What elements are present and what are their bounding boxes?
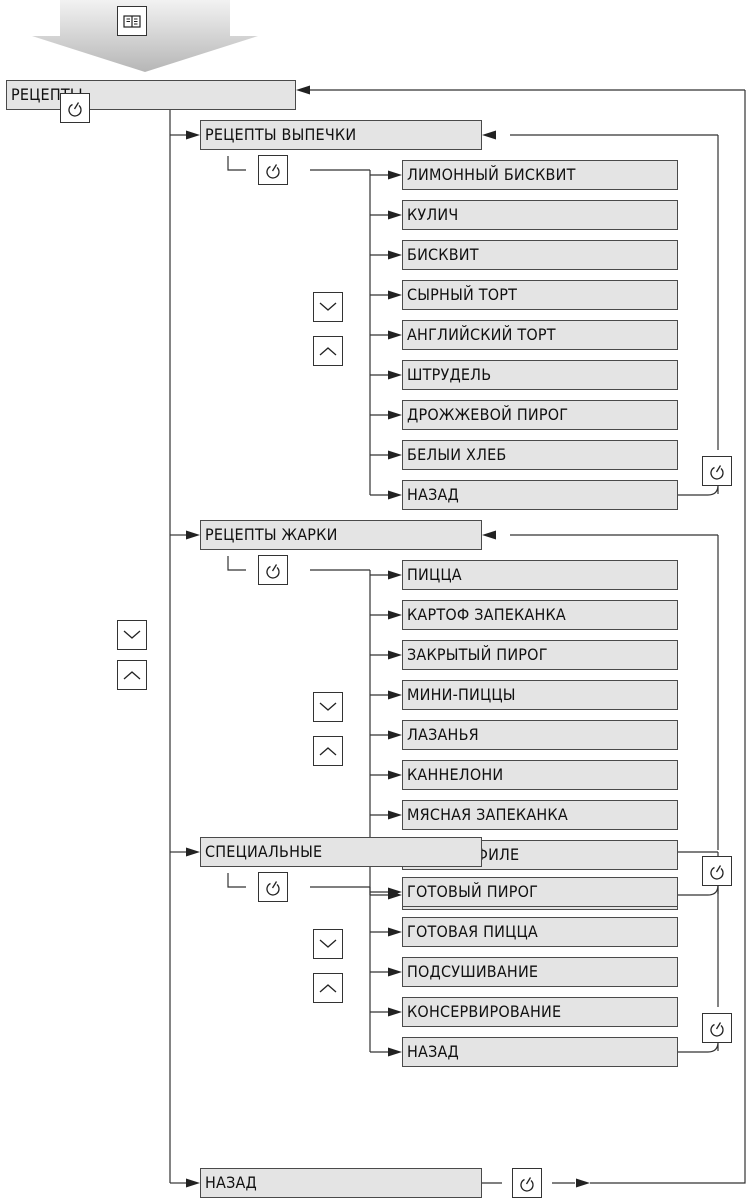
confirm-button[interactable]	[512, 1168, 542, 1198]
confirm-knob-icon	[710, 865, 724, 880]
chevron-down-icon	[319, 702, 337, 711]
recipe-menu-item[interactable]: КУЛИЧ	[402, 200, 678, 230]
recipe-menu-item[interactable]: ГОТОВЫЙ ПИРОГ	[402, 877, 678, 907]
recipe-menu-item[interactable]: ПОДСУШИВАНИЕ	[402, 957, 678, 987]
arrow-right-icon	[186, 1178, 200, 1188]
recipe-menu-item[interactable]: АНГЛИЙСКИЙ ТОРТ	[402, 320, 678, 350]
branch-stub	[227, 156, 246, 171]
arrow-right-icon	[388, 730, 402, 740]
confirm-button[interactable]	[258, 872, 288, 902]
arrow-right-icon	[388, 650, 402, 660]
recipe-menu-item[interactable]: БИСКВИТ	[402, 240, 678, 270]
scroll-down-button[interactable]	[313, 692, 343, 722]
chevron-down-icon	[319, 302, 337, 311]
return-line	[678, 1041, 719, 1053]
scroll-up-button[interactable]	[117, 660, 147, 690]
recipe-menu-item[interactable]: ПИЦЦА	[402, 560, 678, 590]
branch-stub	[227, 556, 246, 571]
confirm-button[interactable]	[702, 1013, 732, 1043]
scroll-down-button[interactable]	[313, 929, 343, 959]
chevron-down-icon	[319, 939, 337, 948]
recipe-menu-item[interactable]: КОНСЕРВИРОВАНИЕ	[402, 997, 678, 1027]
arrow-right-icon	[388, 770, 402, 780]
chevron-up-icon	[319, 747, 337, 756]
scroll-up-button[interactable]	[313, 973, 343, 1003]
arrow-right-icon	[186, 847, 200, 857]
confirm-button[interactable]	[258, 555, 288, 585]
arrow-right-icon	[388, 927, 402, 937]
chevron-up-icon	[123, 671, 141, 680]
arrow-right-icon	[388, 210, 402, 220]
confirm-button[interactable]	[258, 155, 288, 185]
arrow-left-icon	[296, 85, 310, 95]
section-menu-item[interactable]: РЕЦЕПТЫ ВЫПЕЧКИ	[200, 120, 482, 150]
entry-arrow-icon	[32, 0, 258, 72]
recipe-menu-item[interactable]: НАЗАД	[402, 480, 678, 510]
return-line	[590, 90, 746, 1184]
arrow-right-icon	[388, 810, 402, 820]
arrow-right-icon	[388, 330, 402, 340]
arrow-right-icon	[388, 410, 402, 420]
arrow-right-icon	[388, 1007, 402, 1017]
arrow-right-icon	[388, 610, 402, 620]
confirm-knob-icon	[520, 1177, 534, 1192]
back-menu-item[interactable]: НАЗАД	[200, 1168, 482, 1198]
recipe-menu-item[interactable]: НАЗАД	[402, 1037, 678, 1067]
scroll-down-button[interactable]	[313, 292, 343, 322]
recipe-menu-item[interactable]: ЛИМОННЫЙ БИСКВИТ	[402, 160, 678, 190]
arrow-right-icon	[388, 887, 402, 897]
recipe-menu-item[interactable]: ЛАЗАНЬЯ	[402, 720, 678, 750]
recipe-menu-item[interactable]: ЗАКРЫТЫЙ ПИРОГ	[402, 640, 678, 670]
recipe-menu-item[interactable]: МЯСНАЯ ЗАПЕКАНКА	[402, 800, 678, 830]
scroll-up-button[interactable]	[313, 336, 343, 366]
confirm-knob-icon	[710, 465, 724, 480]
recipe-menu-item[interactable]: СЫРНЫЙ ТОРТ	[402, 280, 678, 310]
confirm-knob-icon	[266, 564, 280, 579]
section-menu-item[interactable]: РЕЦЕПТЫ ЖАРКИ	[200, 520, 482, 550]
confirm-knob-icon	[710, 1022, 724, 1037]
arrow-right-icon	[388, 690, 402, 700]
return-line	[678, 884, 719, 896]
branch-stub	[227, 873, 246, 888]
confirm-button[interactable]	[702, 856, 732, 886]
arrow-right-icon	[186, 130, 200, 140]
arrow-left-icon	[482, 130, 496, 140]
recipe-menu-item[interactable]: КАРТОФ ЗАПЕКАНКА	[402, 600, 678, 630]
section-menu-item[interactable]: СПЕЦИАЛЬНЫЕ	[200, 837, 482, 867]
arrow-left-icon	[482, 530, 496, 540]
confirm-knob-icon	[266, 881, 280, 896]
book-button[interactable]	[117, 6, 147, 36]
arrow-right-icon	[388, 370, 402, 380]
recipe-menu-item[interactable]: ГОТОВАЯ ПИЦЦА	[402, 917, 678, 947]
recipes-menu-item[interactable]: РЕЦЕПТЫ	[6, 80, 296, 110]
arrow-right-icon	[388, 490, 402, 500]
arrow-right-icon	[388, 170, 402, 180]
recipe-menu-item[interactable]: БЕЛЫИ ХЛЕБ	[402, 440, 678, 470]
confirm-knob-icon	[266, 164, 280, 179]
confirm-button[interactable]	[702, 456, 732, 486]
scroll-up-button[interactable]	[313, 736, 343, 766]
arrow-right-icon	[388, 450, 402, 460]
book-icon	[123, 15, 141, 28]
chevron-down-icon	[123, 630, 141, 639]
arrow-right-icon	[576, 1178, 590, 1188]
arrow-right-icon	[388, 290, 402, 300]
chevron-up-icon	[319, 347, 337, 356]
scroll-down-button[interactable]	[117, 620, 147, 650]
chevron-up-icon	[319, 984, 337, 993]
return-line	[678, 484, 719, 496]
recipe-menu-item[interactable]: ДРОЖЖЕВОЙ ПИРОГ	[402, 400, 678, 430]
recipe-menu-item[interactable]: КАННЕЛОНИ	[402, 760, 678, 790]
confirm-button[interactable]	[60, 93, 90, 123]
arrow-right-icon	[186, 530, 200, 540]
arrow-right-icon	[388, 967, 402, 977]
recipe-menu-item[interactable]: МИНИ-ПИЦЦЫ	[402, 680, 678, 710]
arrow-right-icon	[388, 1047, 402, 1057]
arrow-right-icon	[388, 250, 402, 260]
confirm-knob-icon	[68, 102, 82, 117]
recipe-menu-item[interactable]: ШТРУДЕЛЬ	[402, 360, 678, 390]
arrow-right-icon	[388, 570, 402, 580]
